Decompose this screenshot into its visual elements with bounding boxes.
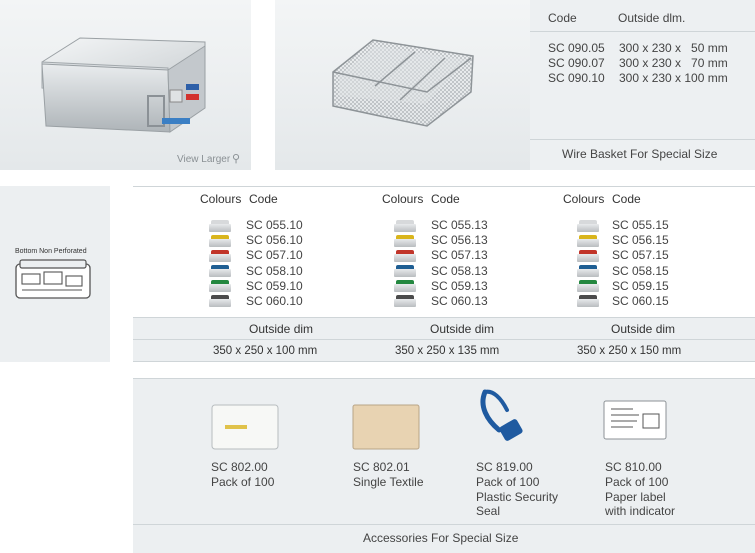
accessories-panel: SC 802.00 Pack of 100 SC 802.01 Single T… [133, 378, 755, 553]
outside-dim-value: 350 x 250 x 150 mm [577, 345, 682, 357]
swatch-blue [209, 265, 231, 277]
swatch-red [209, 250, 231, 262]
container-code: SC 058.15 [612, 263, 669, 278]
col-header-colours: Colours [563, 192, 605, 206]
accessory-desc: Pack of 100 Paper label with indicator [605, 475, 676, 519]
swatch-red [394, 250, 416, 262]
container-code: SC 057.10 [246, 248, 303, 263]
swatch-silver [394, 220, 416, 232]
outside-dim-value: 350 x 250 x 135 mm [395, 345, 500, 357]
accessory-desc: Pack of 100 [211, 475, 275, 489]
container-code: SC 059.13 [431, 278, 488, 293]
basket-header-dim: Outside dlm. [618, 11, 686, 25]
container-code: SC 056.15 [612, 233, 669, 248]
basket-image-panel [275, 0, 530, 170]
bottom-info-panel: Bottom Non Perforated [0, 186, 110, 362]
col-header-code: Code [249, 192, 278, 206]
containers-table: Colours Code SC 055.10 SC 056.10 SC 057.… [133, 186, 755, 362]
container-code: SC 055.10 [246, 218, 303, 232]
swatch-black [209, 295, 231, 307]
colour-swatches [209, 220, 233, 312]
accessory-code: SC 810.00 [605, 460, 662, 474]
basket-dim: 300 x 230 x 100 mm [619, 71, 728, 85]
code-list: SC 055.15 SC 056.15 SC 057.15 SC 058.15 … [612, 218, 669, 309]
container-code: SC 055.15 [612, 218, 669, 232]
container-code: SC 058.13 [431, 263, 488, 278]
basket-code: SC 090.05 [548, 41, 605, 55]
view-larger-link[interactable]: View Larger [177, 154, 231, 165]
container-bottom-icon [15, 259, 91, 299]
accessory-code: SC 802.00 [211, 460, 268, 474]
accessory-code: SC 802.01 [353, 460, 410, 474]
swatch-green [577, 280, 599, 292]
outside-dim-value: 350 x 250 x 100 mm [213, 345, 318, 357]
basket-dim: 300 x 230 x 50 mm [619, 41, 728, 55]
outside-dim-label: Outside dim [430, 322, 495, 336]
accessory-desc: Single Textile [353, 475, 424, 489]
container-code: SC 060.10 [246, 293, 303, 308]
swatch-green [394, 280, 416, 292]
container-code: SC 057.13 [431, 248, 488, 263]
col-header-code: Code [431, 192, 460, 206]
code-list: SC 055.10 SC 056.10 SC 057.10 SC 058.10 … [246, 218, 303, 309]
filter-pack-icon [211, 404, 279, 450]
container-code: SC 059.10 [246, 278, 303, 293]
container-code: SC 060.13 [431, 293, 488, 308]
col-header-colours: Colours [200, 192, 242, 206]
basket-info-panel: Code Outside dlm. SC 090.05 300 x 230 x … [530, 0, 755, 170]
swatch-gold [209, 235, 231, 247]
container-code: SC 056.10 [246, 233, 303, 248]
swatch-gold [394, 235, 416, 247]
swatch-silver [577, 220, 599, 232]
divider [530, 139, 755, 140]
container-code: SC 060.15 [612, 293, 669, 308]
basket-code: SC 090.10 [548, 71, 605, 85]
accessory-code: SC 819.00 [476, 460, 533, 474]
accessories-caption: Accessories For Special Size [363, 531, 519, 545]
bottom-non-perforated-label: Bottom Non Perforated [15, 248, 87, 255]
swatch-red [577, 250, 599, 262]
outside-dim-label: Outside dim [611, 322, 676, 336]
col-header-colours: Colours [382, 192, 424, 206]
container-code: SC 059.15 [612, 278, 669, 293]
basket-code: SC 090.07 [548, 56, 605, 70]
outside-dim-label: Outside dim [249, 322, 314, 336]
basket-dim: 300 x 230 x 70 mm [619, 56, 728, 70]
divider [530, 31, 755, 32]
container-code: SC 056.13 [431, 233, 488, 248]
security-seal-icon [480, 389, 523, 441]
swatch-blue [394, 265, 416, 277]
col-header-code: Code [612, 192, 641, 206]
swatch-blue [577, 265, 599, 277]
colour-swatches [577, 220, 601, 312]
code-list: SC 055.13 SC 056.13 SC 057.13 SC 058.13 … [431, 218, 488, 309]
swatch-green [209, 280, 231, 292]
container-code: SC 057.15 [612, 248, 669, 263]
container-code: SC 055.13 [431, 218, 488, 232]
swatch-black [577, 295, 599, 307]
swatch-black [394, 295, 416, 307]
wire-basket-image [332, 39, 474, 127]
magnifier-icon[interactable]: ⚲ [232, 153, 241, 165]
paper-label-icon [603, 400, 667, 440]
sterilization-container-image [41, 37, 206, 133]
swatch-gold [577, 235, 599, 247]
swatch-silver [209, 220, 231, 232]
basket-caption: Wire Basket For Special Size [562, 147, 718, 161]
textile-icon [352, 404, 420, 450]
basket-header-code: Code [548, 11, 577, 25]
container-code: SC 058.10 [246, 263, 303, 278]
container-image-panel: View Larger ⚲ [0, 0, 251, 170]
accessory-desc: Pack of 100 Plastic Security Seal [476, 475, 559, 519]
colour-swatches [394, 220, 418, 312]
